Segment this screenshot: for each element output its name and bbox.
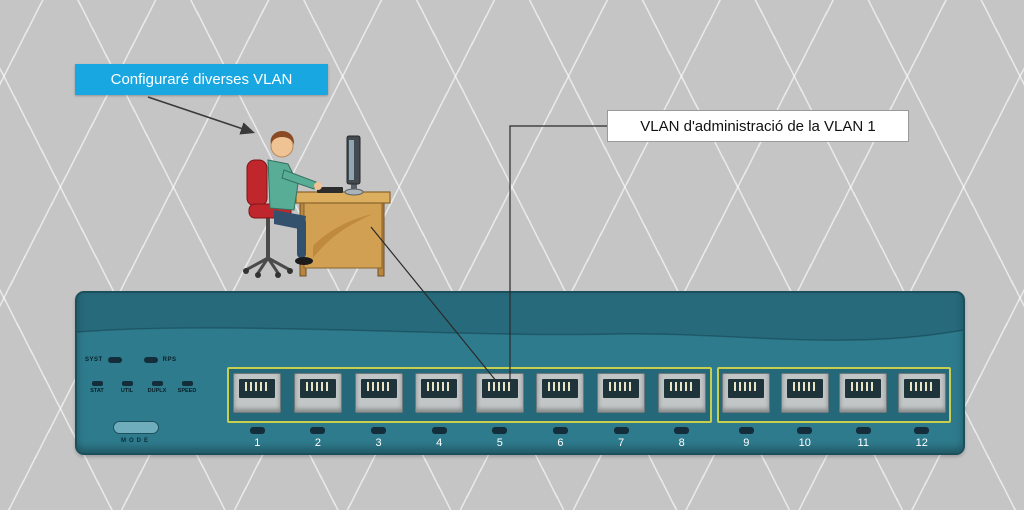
switch-port-12: 12: [896, 373, 948, 449]
led-label-stat: STAT: [90, 388, 104, 394]
switch-status-leds-row2: STAT UTIL DUPLX SPEED: [82, 381, 202, 394]
port-number: 8: [678, 437, 685, 449]
port-led: [914, 427, 930, 434]
port-led: [371, 427, 387, 434]
port-led: [674, 427, 690, 434]
switch-port-10: 10: [779, 373, 831, 449]
switch-port-3: 3: [353, 373, 405, 449]
port-number: 3: [375, 437, 382, 449]
rj45-jack: [597, 373, 646, 413]
led-label-duplx: DUPLX: [147, 388, 167, 394]
rj45-jack: [233, 373, 282, 413]
switch-port-5: 5: [474, 373, 526, 449]
stat-led: [91, 381, 103, 386]
speed-led: [181, 381, 193, 386]
keyboard: [317, 187, 343, 193]
speed-led-group: SPEED: [172, 381, 202, 394]
rj45-jack: [475, 373, 524, 413]
switch-port-4: 4: [413, 373, 465, 449]
port-number: 6: [557, 437, 564, 449]
syst-led: [107, 357, 122, 363]
port-led: [249, 427, 265, 434]
rj45-jack: [839, 373, 888, 413]
port-group-2-row: 9 10 11 12: [717, 373, 951, 449]
port-led: [613, 427, 629, 434]
rj45-jack: [657, 373, 706, 413]
rj45-jack: [354, 373, 403, 413]
led-label-rps: RPS: [162, 357, 177, 363]
port-number: 9: [743, 437, 750, 449]
led-label-syst: SYST: [85, 357, 103, 363]
port-led: [738, 427, 754, 434]
port-number: 1: [254, 437, 261, 449]
led-label-util: UTIL: [120, 388, 134, 394]
rj45-jack: [780, 373, 829, 413]
port-led: [552, 427, 568, 434]
switch-status-leds-row1: SYST RPS: [85, 357, 177, 363]
port-led: [855, 427, 871, 434]
rj45-jack: [897, 373, 946, 413]
rj45-jack: [536, 373, 585, 413]
rps-led: [143, 357, 158, 363]
computer-monitor: [344, 135, 364, 196]
port-number: 11: [857, 437, 869, 449]
rj45-jack: [293, 373, 342, 413]
office-chair: [243, 159, 293, 278]
stat-led-group: STAT: [82, 381, 112, 394]
port-number: 5: [496, 437, 503, 449]
duplx-led: [151, 381, 163, 386]
administrator-person: [267, 131, 322, 265]
port-number: 2: [314, 437, 321, 449]
admin-workstation-illustration: [243, 131, 391, 278]
port-led: [797, 427, 813, 434]
management-vlan-callout: VLAN d'administració de la VLAN 1: [607, 110, 909, 142]
mode-button-label: MODE: [121, 438, 151, 444]
util-led: [121, 381, 133, 386]
config-vlan-callout-text: Configuraré diverses VLAN: [110, 71, 293, 88]
switch-port-8: 8: [656, 373, 708, 449]
switch-port-7: 7: [595, 373, 647, 449]
duplx-led-group: DUPLX: [142, 381, 172, 394]
switch-port-9: 9: [720, 373, 772, 449]
config-vlan-callout: Configuraré diverses VLAN: [75, 64, 328, 95]
switch-port-2: 2: [292, 373, 344, 449]
port-number: 10: [798, 437, 811, 449]
port-number: 4: [436, 437, 443, 449]
port-led: [492, 427, 508, 434]
cisco-switch: SYST RPS STAT UTIL DUPLX SPEED: [75, 291, 965, 455]
rj45-jack: [415, 373, 464, 413]
switch-port-1: 1: [231, 373, 283, 449]
mode-button: [113, 421, 159, 434]
switch-port-11: 11: [837, 373, 889, 449]
port-led: [310, 427, 326, 434]
led-label-speed: SPEED: [177, 388, 197, 394]
port-group-1-row: 1 2 3 4 5 6 7 8: [227, 373, 712, 449]
port-number: 12: [915, 437, 928, 449]
port-number: 7: [618, 437, 625, 449]
management-vlan-callout-text: VLAN d'administració de la VLAN 1: [640, 117, 876, 135]
util-led-group: UTIL: [112, 381, 142, 394]
rj45-jack: [722, 373, 771, 413]
port-led: [431, 427, 447, 434]
switch-port-6: 6: [534, 373, 586, 449]
